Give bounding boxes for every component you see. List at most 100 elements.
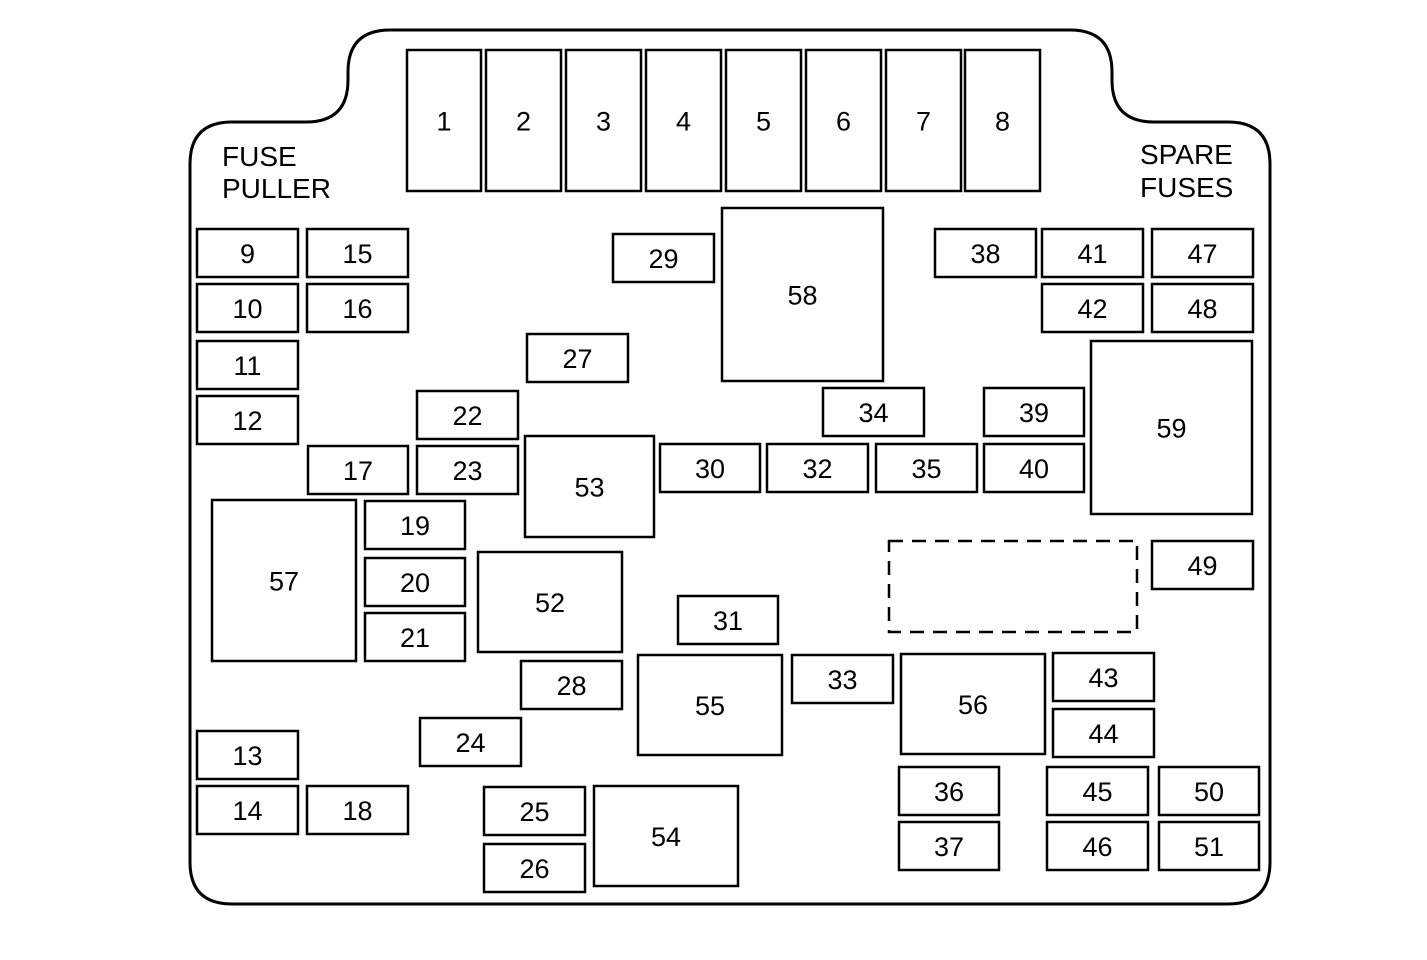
fuse-34-number: 34 [858, 398, 888, 428]
fuse-49-box [1150, 539, 1255, 591]
relay-54-number: 54 [651, 822, 681, 852]
fuse-9-number: 9 [240, 239, 255, 269]
fuse-33: 33 [790, 653, 895, 705]
fuse-4: 4 [644, 48, 723, 193]
fuse-1-box [405, 48, 483, 193]
fuse-28-number: 28 [556, 671, 586, 701]
fuse-5-box [724, 48, 803, 193]
relay-57-number: 57 [269, 567, 299, 597]
fuse-4-number: 4 [676, 107, 691, 137]
fuse-17-number: 17 [343, 456, 373, 486]
fuse-50-number: 50 [1194, 777, 1224, 807]
fuse-16: 16 [305, 282, 410, 334]
fuse-22-box [415, 389, 520, 441]
fuse-40-number: 40 [1019, 454, 1049, 484]
fuse-43-box [1051, 651, 1156, 703]
relay-54: 54 [592, 784, 740, 888]
relay-52: 52 [476, 550, 624, 654]
fuse-37-number: 37 [934, 832, 964, 862]
fuse-4-box [644, 48, 723, 193]
fuse-46-box [1045, 820, 1150, 872]
fuse-30: 30 [658, 442, 762, 494]
fuse-20-box [363, 556, 467, 608]
fuse-48: 48 [1150, 282, 1255, 334]
fuse-23-box [415, 444, 520, 496]
fuse-11-box [195, 339, 300, 391]
fuse-41-number: 41 [1077, 239, 1107, 269]
fuse-37-box [897, 820, 1001, 872]
fuse-32-number: 32 [802, 454, 832, 484]
fuse-15: 15 [305, 227, 410, 279]
fuse-12: 12 [195, 394, 300, 446]
relay-53-number: 53 [574, 473, 604, 503]
fuse-12-number: 12 [232, 406, 262, 436]
fuse-26-number: 26 [519, 854, 549, 884]
fuse-46-number: 46 [1082, 832, 1112, 862]
fuse-24-box [418, 716, 523, 768]
relay-56-box [899, 652, 1047, 756]
relay-57-box [210, 498, 358, 663]
fuse-6: 6 [804, 48, 883, 193]
fuse-24-number: 24 [455, 728, 485, 758]
relay-57: 57 [210, 498, 358, 663]
fuse-21-number: 21 [400, 623, 430, 653]
fuse-25: 25 [482, 785, 587, 837]
fuse-51: 51 [1157, 820, 1261, 872]
fuse-31-number: 31 [713, 606, 743, 636]
fuse-18: 18 [305, 784, 410, 836]
fuse-29: 29 [611, 232, 716, 284]
fuse-35-box [874, 442, 979, 494]
relay-59-number: 59 [1156, 414, 1186, 444]
empty-slot [887, 539, 1139, 634]
fuse-20-number: 20 [400, 568, 430, 598]
fuse-51-box [1157, 820, 1261, 872]
fuse-30-box [658, 442, 762, 494]
fuse-32-box [765, 442, 870, 494]
fuse-2: 2 [484, 48, 563, 193]
fuse-9-box [195, 227, 300, 279]
relay-52-box [476, 550, 624, 654]
fuse-22-number: 22 [452, 401, 482, 431]
fuse-40: 40 [982, 442, 1086, 494]
fuse-6-number: 6 [836, 107, 851, 137]
fuse-49-number: 49 [1187, 551, 1217, 581]
fuse-28-box [519, 659, 624, 711]
fuse-23-number: 23 [452, 456, 482, 486]
fuse-19-box [363, 499, 467, 551]
relay-59: 59 [1089, 339, 1254, 516]
fuse-2-number: 2 [516, 107, 531, 137]
fuse-36-box [897, 765, 1001, 817]
fuse-36-number: 36 [934, 777, 964, 807]
fuse-8-box [963, 48, 1042, 193]
fuse-49: 49 [1150, 539, 1255, 591]
fuse-18-number: 18 [342, 796, 372, 826]
spare-fuses-label-line1: SPARE [1140, 139, 1233, 170]
fuse-26-box [482, 842, 587, 894]
fuse-47-box [1150, 227, 1255, 279]
fuse-44-number: 44 [1088, 719, 1118, 749]
relay-59-box [1089, 339, 1254, 516]
fuse-3: 3 [564, 48, 643, 193]
fuse-puller-label-line2: PULLER [222, 173, 331, 204]
spare-fuses-label-line2: FUSES [1140, 172, 1233, 203]
fuse-5-number: 5 [756, 107, 771, 137]
fuse-44-box [1051, 707, 1156, 759]
fuse-43: 43 [1051, 651, 1156, 703]
relay-53: 53 [523, 434, 656, 539]
fuse-38-number: 38 [970, 239, 1000, 269]
fuse-42-box [1040, 282, 1145, 334]
relay-55-number: 55 [695, 691, 725, 721]
fuse-11-number: 11 [233, 351, 261, 381]
fuse-29-number: 29 [648, 244, 678, 274]
relay-56: 56 [899, 652, 1047, 756]
fuse-14-box [195, 784, 300, 836]
fuse-17: 17 [306, 444, 410, 496]
fuse-9: 9 [195, 227, 300, 279]
fuse-50: 50 [1157, 765, 1261, 817]
fuse-6-box [804, 48, 883, 193]
fuse-27-number: 27 [562, 344, 592, 374]
fuse-3-number: 3 [596, 107, 611, 137]
relay-55-box [636, 653, 784, 757]
fuse-47-number: 47 [1187, 239, 1217, 269]
